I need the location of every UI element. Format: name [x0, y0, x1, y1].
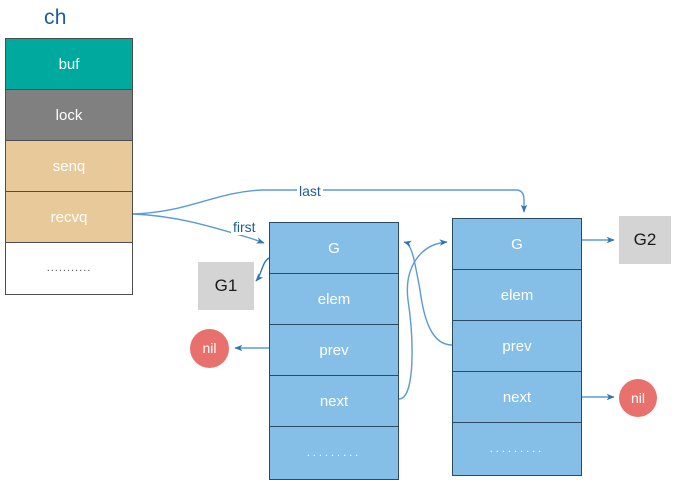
goroutine-box-g1: G1	[198, 262, 254, 310]
edge-left-g-to-g1	[255, 257, 270, 282]
sudog-right-field-ellipsis: .........	[489, 443, 545, 455]
channel-title: ch	[44, 6, 67, 29]
channel-struct: buf lock senq recvq ...........	[5, 38, 133, 295]
nil-node-right: nil	[619, 379, 657, 417]
sudog-right-field-elem: elem	[453, 270, 581, 321]
edge-label-last: last	[297, 183, 323, 199]
nil-node-left: nil	[190, 329, 229, 368]
edge-left-next-to-right-g	[398, 239, 448, 400]
edge-recvq-last	[132, 189, 528, 215]
sudog-right-field-g: G	[453, 219, 581, 270]
channel-field-senq: senq	[6, 141, 132, 192]
channel-field-recvq: recvq	[6, 192, 132, 243]
edge-label-first: first	[231, 219, 258, 235]
sudog-right-field-prev: prev	[453, 321, 581, 372]
channel-field-buf: buf	[6, 39, 132, 90]
channel-field-lock: lock	[6, 90, 132, 141]
sudog-left-field-ellipsis: .........	[306, 447, 362, 459]
sudog-right: G elem prev next .........	[452, 218, 582, 476]
channel-field-ellipsis: ...........	[6, 243, 132, 294]
sudog-left: G elem prev next .........	[269, 222, 399, 480]
sudog-left-field-next: next	[270, 376, 398, 427]
sudog-right-field-next: next	[453, 372, 581, 423]
goroutine-box-g2: G2	[619, 216, 671, 264]
sudog-left-field-g: G	[270, 223, 398, 274]
sudog-left-field-prev: prev	[270, 325, 398, 376]
sudog-left-field-elem: elem	[270, 274, 398, 325]
edge-right-prev-to-left-g	[403, 240, 453, 346]
